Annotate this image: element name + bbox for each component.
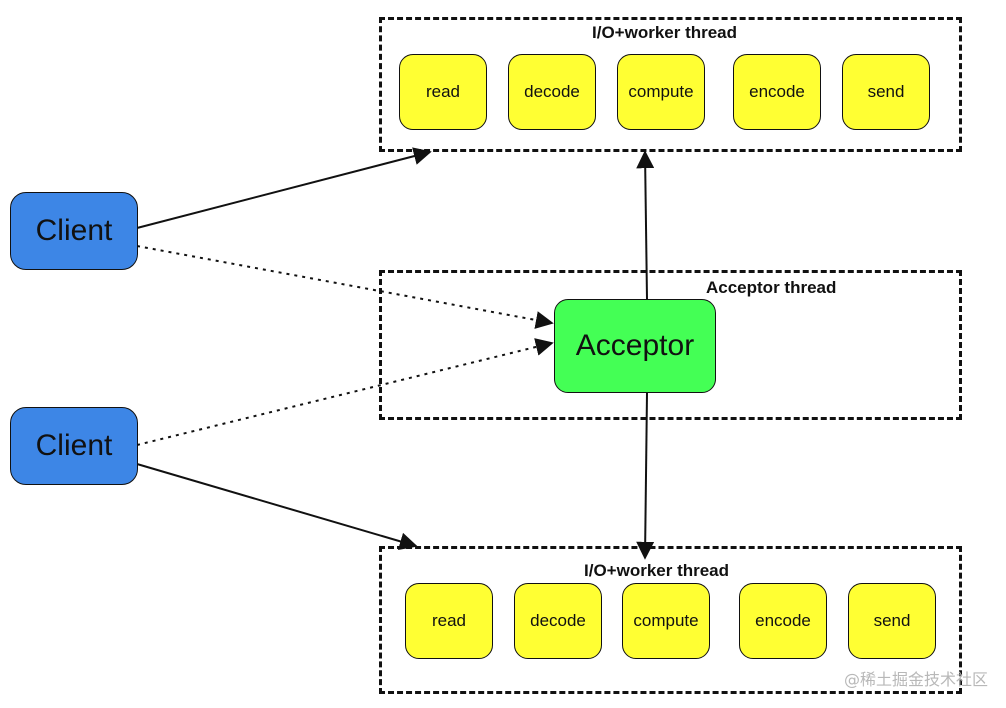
bottom-stage-encode: encode xyxy=(739,583,827,659)
bottom-worker-thread-title: I/O+worker thread xyxy=(584,561,730,580)
top-worker-thread-title: I/O+worker thread xyxy=(592,23,738,42)
bottom-stage-compute: compute xyxy=(622,583,710,659)
acceptor-node: Acceptor xyxy=(554,299,716,393)
top-stage-send: send xyxy=(842,54,930,130)
bottom-stage-decode: decode xyxy=(514,583,602,659)
arrow-acceptor-to-bottom-worker xyxy=(636,392,655,560)
bottom-stage-send: send xyxy=(848,583,936,659)
top-stage-decode: decode xyxy=(508,54,596,130)
top-worker-thread-group xyxy=(379,17,962,152)
arrow-acceptor-to-top-worker xyxy=(636,150,655,300)
arrow-client2-to-bottom-worker xyxy=(136,463,418,551)
top-stage-compute: compute xyxy=(617,54,705,130)
acceptor-thread-group xyxy=(379,270,962,420)
top-stage-read: read xyxy=(399,54,487,130)
acceptor-thread-title: Acceptor thread xyxy=(706,278,837,297)
watermark-text: @稀土掘金技术社区 xyxy=(843,670,988,689)
top-stage-encode: encode xyxy=(733,54,821,130)
client-node-1: Client xyxy=(10,192,138,270)
bottom-worker-thread-group xyxy=(379,546,962,694)
arrow-client1-to-top-worker xyxy=(136,147,432,229)
bottom-stage-read: read xyxy=(405,583,493,659)
client-node-2: Client xyxy=(10,407,138,485)
